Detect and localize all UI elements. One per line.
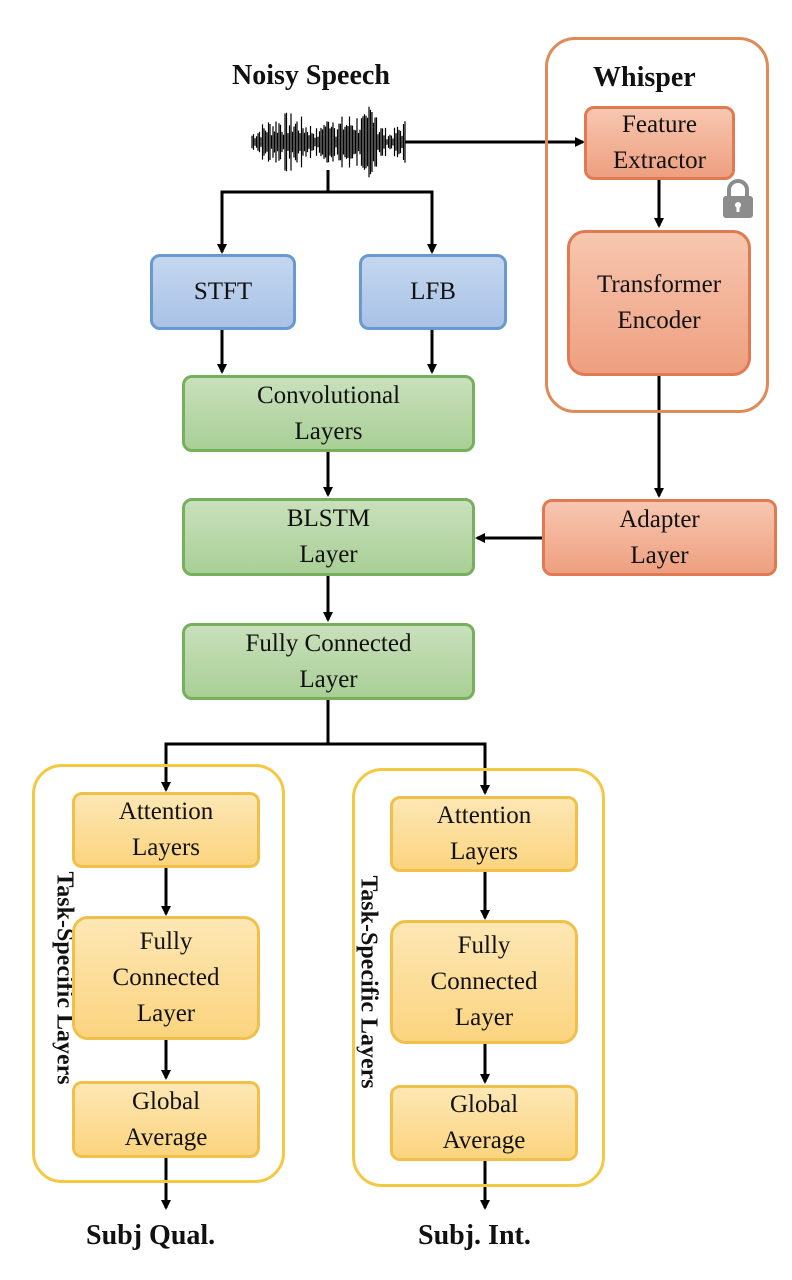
waveform-icon: [251, 106, 406, 178]
waveform-path: [251, 106, 406, 178]
whisper-group: [545, 37, 769, 413]
subj-qual-output: Subj Qual.: [86, 1220, 216, 1251]
task-specific-group-2: [352, 768, 605, 1187]
stft-box: STFT: [150, 254, 296, 330]
branch-1-global-average-box: Global Average: [72, 1081, 260, 1158]
blstm-layer-box: BLSTM Layer: [182, 498, 475, 576]
feature-extractor-box: Feature Extractor: [584, 106, 735, 180]
arrow-speech-to-lfb: [328, 190, 437, 254]
convolutional-layers-box: Convolutional Layers: [182, 375, 475, 452]
subj-int-output: Subj. Int.: [418, 1220, 531, 1251]
task-specific-label-2: Task-Specific Layers: [355, 875, 382, 1089]
lfb-box: LFB: [359, 254, 507, 330]
branch-1-fully-connected-box: Fully Connected Layer: [72, 916, 260, 1040]
lock-icon: [723, 179, 753, 218]
fully-connected-layer-box: Fully Connected Layer: [182, 623, 475, 700]
adapter-layer-box: Adapter Layer: [542, 499, 777, 576]
branch-1-attention-box: Attention Layers: [72, 792, 260, 868]
branch-2-attention-box: Attention Layers: [390, 796, 578, 872]
arrow-fc-to-branch-2: [328, 742, 490, 795]
branch-2-fully-connected-box: Fully Connected Layer: [390, 920, 578, 1044]
whisper-title: Whisper: [593, 62, 696, 93]
transformer-encoder-box: Transformer Encoder: [567, 230, 751, 376]
noisy-speech-title: Noisy Speech: [232, 60, 390, 91]
arrow-speech-to-stft: [217, 170, 330, 254]
arrow-fc-to-branch-1: [161, 700, 330, 792]
task-specific-group-1: [32, 764, 285, 1183]
branch-2-global-average-box: Global Average: [390, 1085, 578, 1161]
